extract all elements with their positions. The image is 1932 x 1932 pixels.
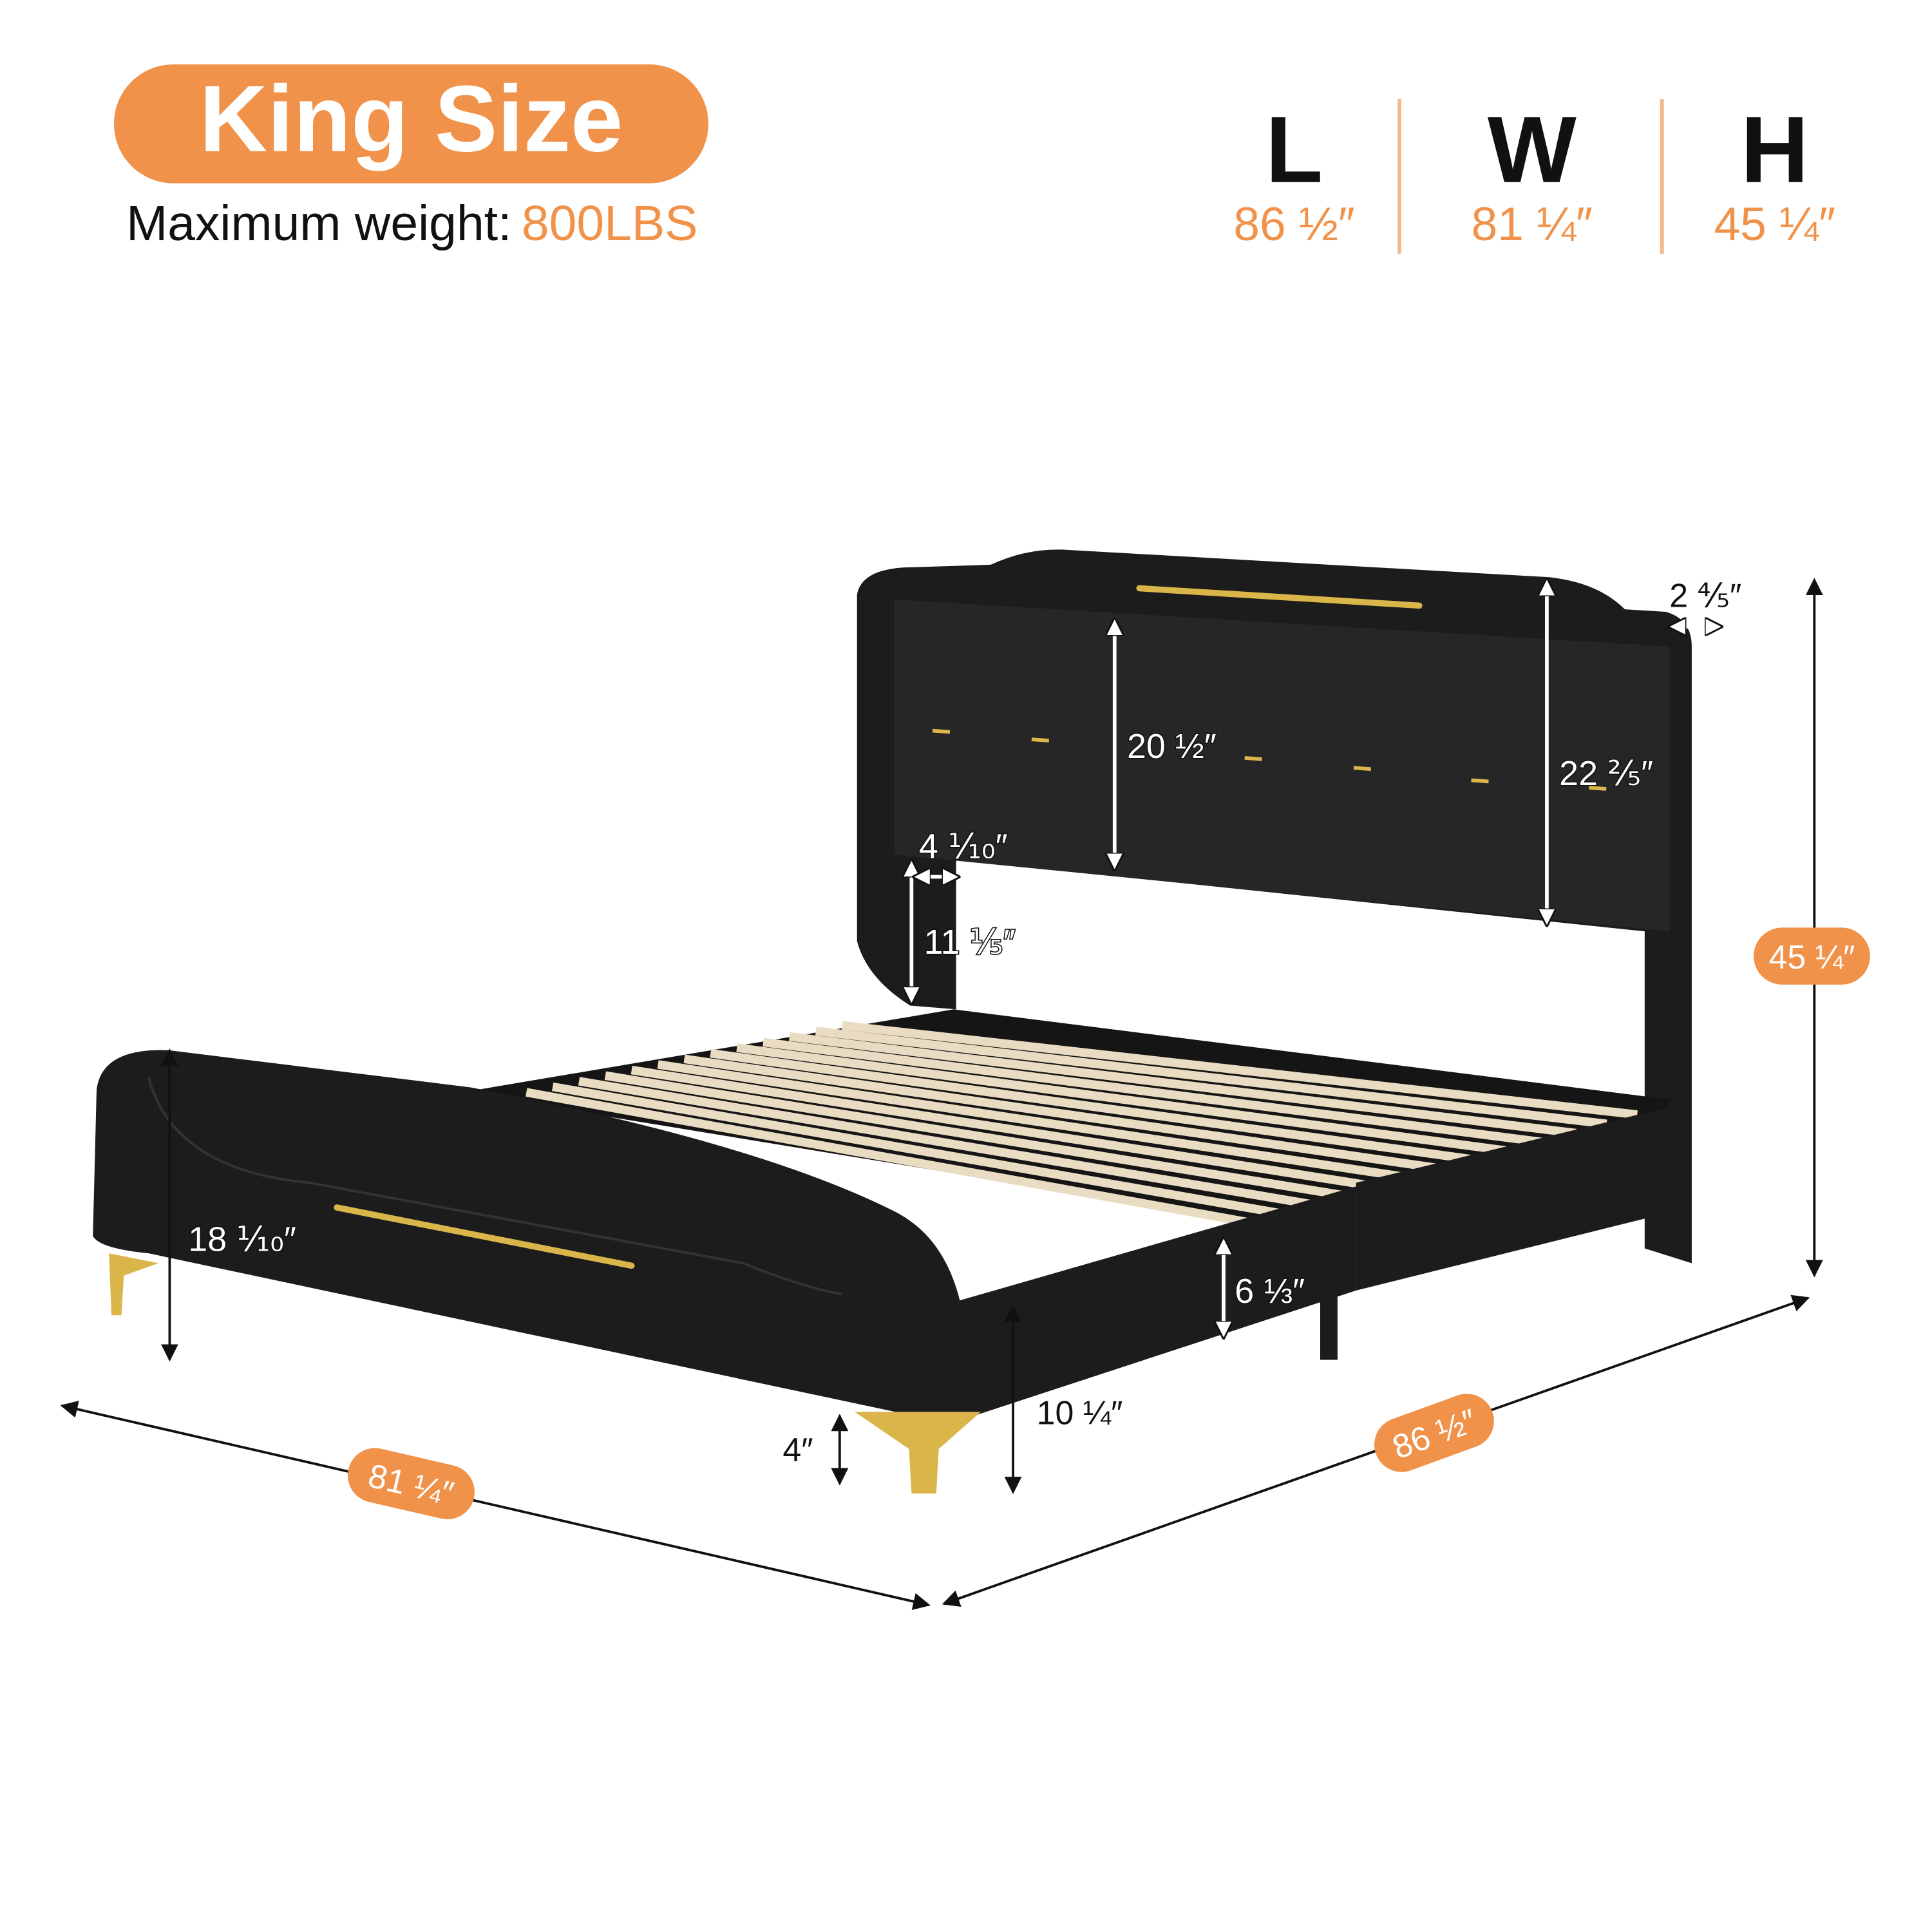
- slat: [657, 1060, 1424, 1184]
- headboard-upper-label: 22 ⅖″: [1559, 754, 1653, 793]
- slat: [841, 1021, 1638, 1119]
- dim-letter-w: W: [1488, 97, 1577, 202]
- slat: [736, 1043, 1515, 1157]
- dim-value-w: 81 ¼″: [1472, 198, 1593, 251]
- headboard: [857, 549, 1692, 1264]
- slat: [604, 1071, 1363, 1203]
- weight-label: Maximum weight:: [126, 196, 511, 251]
- slat: [815, 1027, 1607, 1128]
- slat: [630, 1065, 1393, 1193]
- clearance-label: 10 ¼″: [1037, 1395, 1123, 1432]
- tuft-button: [1031, 737, 1050, 743]
- tuft-button: [932, 728, 951, 734]
- slat: [578, 1077, 1332, 1212]
- height-label: 45 ¼″: [1769, 939, 1855, 976]
- side-rail-height-label: 6 ⅓″: [1235, 1272, 1305, 1311]
- headboard-thickness-label: 2 ⅘″: [1669, 577, 1741, 614]
- tuft-button: [1244, 756, 1262, 761]
- tuft-button: [1353, 766, 1372, 772]
- gold-trim: [1136, 585, 1423, 609]
- width-pill: 81 ¼″: [347, 1448, 475, 1520]
- gold-trim: [334, 1204, 635, 1269]
- slat: [552, 1082, 1301, 1222]
- gold-leg: [854, 1412, 981, 1494]
- post-gap-label: 11 ⅕″: [924, 923, 1016, 961]
- slat: [683, 1054, 1454, 1175]
- slat: [789, 1032, 1577, 1138]
- gold-leg: [109, 1253, 159, 1316]
- length-pill: 86 ½″: [1374, 1394, 1494, 1472]
- inner-dimension-lines: [911, 580, 1721, 1338]
- slat: [526, 1088, 1271, 1231]
- page-title: King Size: [200, 66, 623, 171]
- tufts: [932, 728, 1607, 791]
- dim-value-h: 45 ¼″: [1714, 198, 1835, 251]
- dim-value-l: 86 ½″: [1233, 198, 1354, 251]
- headboard-panel-label: 20 ½″: [1127, 727, 1217, 766]
- tuft-button: [1471, 778, 1489, 784]
- side-rail: [1356, 1106, 1674, 1291]
- slats: [477, 1009, 1672, 1231]
- title-pill: [113, 64, 708, 184]
- post-width-label: 4 ⅒″: [919, 828, 1008, 866]
- dim-letter-l: L: [1265, 97, 1323, 202]
- slat: [710, 1048, 1485, 1166]
- leg-height-label: 4″: [782, 1432, 813, 1469]
- slat: [762, 1037, 1546, 1147]
- tuft-button: [1589, 786, 1607, 791]
- max-weight: Maximum weight:800LBS: [126, 196, 697, 251]
- overall-dimensions: L 86 ½″ W 81 ¼″ H 45 ¼″: [1233, 97, 1835, 254]
- footboard-height-label: 18 ⅒″: [188, 1220, 296, 1258]
- dim-letter-h: H: [1741, 97, 1809, 202]
- height-pill: 45 ¼″: [1754, 927, 1870, 985]
- weight-value: 800LBS: [522, 196, 698, 251]
